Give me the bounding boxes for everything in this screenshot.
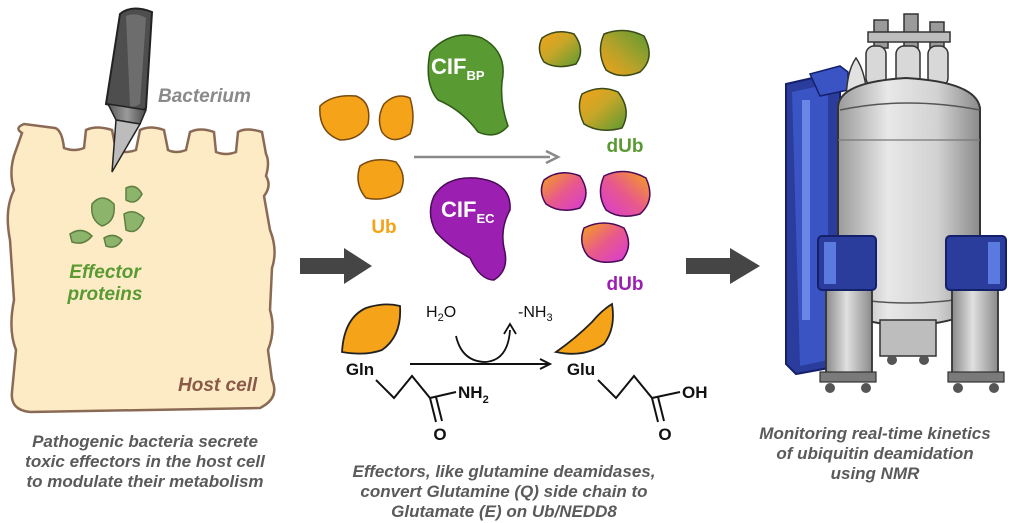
gln-oxygen: O [433,425,446,444]
ub-protein-shape [378,95,414,141]
cif-ec-enzyme [429,177,511,281]
glu-hydroxyl-bond [651,391,681,399]
bacterium-label: Bacterium [158,86,251,107]
effector-protein-blob [69,229,94,244]
glu-hydroxyl-group: OH [682,383,708,402]
caption-line: Effectors, like glutamine deamidases, [352,462,656,481]
caption-line: of ubiquitin deamidation [776,444,974,463]
bacterium-needle-icon [104,7,154,173]
effector-protein-blob [125,185,143,203]
deamidation-arrow [410,358,553,370]
effector-proteins-label-line1: Effector [69,262,142,283]
dub-green-shape [578,87,627,131]
bacteria-panel-caption: Pathogenic bacteria secrete toxic effect… [0,432,290,492]
caption-line: Glutamate (E) on Ub/NEDD8 [391,502,617,521]
effector-proteins-label-line2: proteins [67,284,143,305]
caption-line: Monitoring real-time kinetics [759,424,991,443]
host-cell-shape [6,122,276,414]
reaction-panel-caption: Effectors, like glutamine deamidases, co… [314,462,694,522]
deamidated-ub-wedge-icon [553,302,614,355]
caption-line: using NMR [830,464,920,483]
curved-cofactor-arrowhead [503,322,517,335]
cif-bp-label: CIFBP [431,54,485,83]
step-arrow-1 [300,248,372,284]
dub-purple-shape [540,172,587,211]
ub-wedge-icon [341,303,402,355]
conversion-arrow [414,149,561,165]
nmr-spectrometer-icon [785,13,1007,393]
ammonia-label: -NH3 [518,304,553,324]
gln-carbonyl-bond [429,397,437,423]
caption-line: toxic effectors in the host cell [25,452,265,471]
dub-green-shape [538,31,582,68]
step-arrow-2 [686,248,760,284]
effector-protein-blob [123,211,145,233]
ub-protein-shape [357,159,404,200]
host-cell-label: Host cell [178,375,258,396]
nmr-panel-caption: Monitoring real-time kinetics of ubiquit… [730,424,1020,484]
panel-host-cell: Bacterium Effector proteins Host cell [6,7,276,414]
gln-amide-group: NH2 [458,383,489,406]
cif-bp-enzyme [427,34,509,136]
water-label: H2O [426,304,456,324]
dub-green-label: dUb [607,136,644,157]
effector-protein-blob [90,197,115,227]
caption-line: convert Glutamine (Q) side chain to [360,482,648,501]
gln-label: Gln [346,360,374,379]
gln-side-chain-bonds [375,374,431,400]
dub-green-shape [599,29,650,77]
glu-carbonyl-bond [651,397,659,423]
dub-purple-shape [599,170,651,217]
panel-reaction: Ub CIFBP CIFEC dUb dUb Gln NH2 O [319,29,708,444]
glu-carbonyl-bond-double [657,396,665,422]
ub-protein-shape [319,94,370,141]
gln-amide-bond [429,391,457,399]
gln-carbonyl-bond-double [435,396,443,422]
glu-label: Glu [567,360,595,379]
cif-ec-label: CIFEC [441,197,495,226]
dub-purple-label: dUb [607,274,644,295]
glu-oxygen: O [658,425,671,444]
glu-side-chain-bonds [597,374,653,400]
dub-purple-shape [581,222,630,263]
effector-protein-blob [103,234,123,248]
curved-cofactor-arrow [455,329,511,363]
caption-line: Pathogenic bacteria secrete [32,432,258,451]
ub-label: Ub [371,217,396,238]
caption-line: to modulate their metabolism [26,472,264,491]
